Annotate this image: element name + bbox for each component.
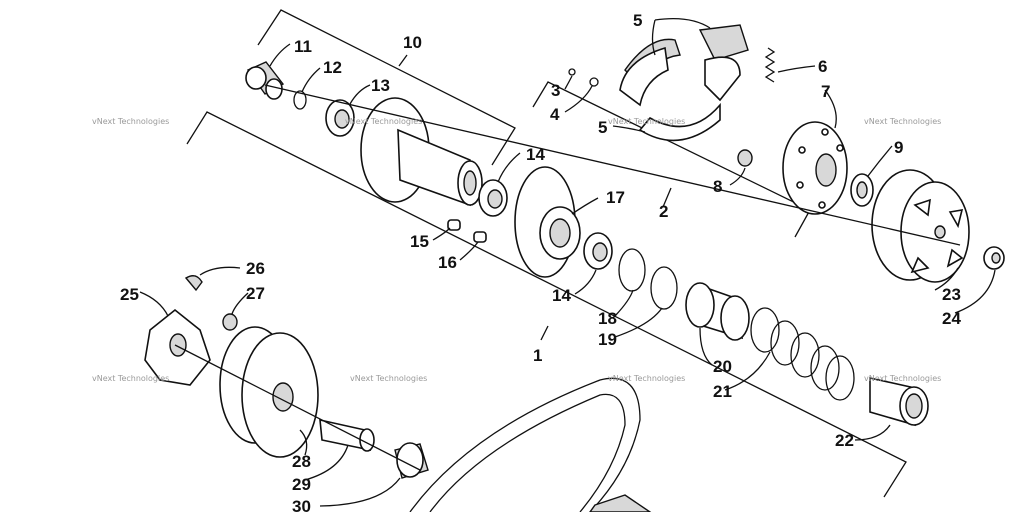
callout-22: 22 [835,431,854,450]
callout-14-upper: 14 [526,145,545,164]
part-12-circlip [293,90,307,110]
part-26-slider [184,275,203,292]
callout-12: 12 [323,58,342,77]
callout-3: 3 [551,81,560,100]
watermark: vNext Technologies [864,117,941,126]
callout-14-lower: 14 [552,286,571,305]
leader-lines [139,17,996,507]
callout-25: 25 [120,285,139,304]
watermark: vNext Technologies [345,117,422,126]
part-20-collar [685,282,750,341]
callout-24: 24 [942,309,961,328]
callout-7: 7 [821,82,830,101]
part-7-drive-plate [782,121,848,215]
part-14-seal-lower [583,232,613,270]
callout-20: 20 [713,357,732,376]
part-21-spring [750,307,855,401]
part-18-o-ring [618,248,646,292]
part-23-clutch-bell [871,169,970,283]
callout-16: 16 [438,253,457,272]
callout-5-top: 5 [633,11,642,30]
part-10-drive-face [360,97,483,207]
drive-belt [409,377,641,512]
group-bracket-2 [532,81,811,238]
callout-15: 15 [410,232,429,251]
callout-19: 19 [598,330,617,349]
part-27-roller [222,313,238,331]
watermarks: vNext Technologies vNext Technologies vN… [92,117,941,383]
callout-labels: 11 12 10 13 5 6 3 4 7 5 14 9 8 17 2 15 1… [120,11,961,512]
callout-26: 26 [246,259,265,278]
part-15-pin [447,219,461,231]
part-19-o-ring [650,266,678,310]
part-17-movable-sheave [514,166,581,278]
watermark: vNext Technologies [92,117,169,126]
part-29-sleeve [319,418,375,452]
watermark: vNext Technologies [608,117,685,126]
part-22-bushing [869,377,929,427]
part-3-clip [568,68,576,76]
callout-30: 30 [292,497,311,512]
callout-2: 2 [659,202,668,221]
callout-1: 1 [533,346,542,365]
part-4-washer [589,77,599,87]
callout-18: 18 [598,309,617,328]
part-9-nut [850,173,874,207]
callout-29: 29 [292,475,311,494]
callout-13: 13 [371,76,390,95]
part-25-ramp-plate [144,308,211,386]
part-14-seal-upper [478,179,508,217]
watermark: vNext Technologies [864,374,941,383]
callout-4: 4 [550,105,560,124]
callout-27: 27 [246,284,265,303]
callout-17: 17 [606,188,625,207]
callout-21: 21 [713,382,732,401]
watermark: vNext Technologies [92,374,169,383]
group-bracket-10 [257,9,516,166]
callout-10: 10 [403,33,422,52]
part-13-seal [325,99,355,137]
callout-28: 28 [292,452,311,471]
watermark: vNext Technologies [608,374,685,383]
watermark: vNext Technologies [350,374,427,383]
center-lines [174,84,961,471]
group-bracket-1 [186,111,907,498]
callout-5-mid: 5 [598,118,607,137]
part-5-clutch-shoes [619,24,749,142]
part-11-bushing [245,61,285,100]
part-8-sleeve [737,149,753,167]
callout-6: 6 [818,57,827,76]
part-16-pin [473,231,487,243]
part-28-movable-pulley [219,326,319,458]
callout-11: 11 [294,37,312,56]
part-24-nut [983,246,1005,270]
callout-9: 9 [894,138,903,157]
part-6-spring [764,47,776,83]
callout-8: 8 [713,177,722,196]
callout-23: 23 [942,285,961,304]
